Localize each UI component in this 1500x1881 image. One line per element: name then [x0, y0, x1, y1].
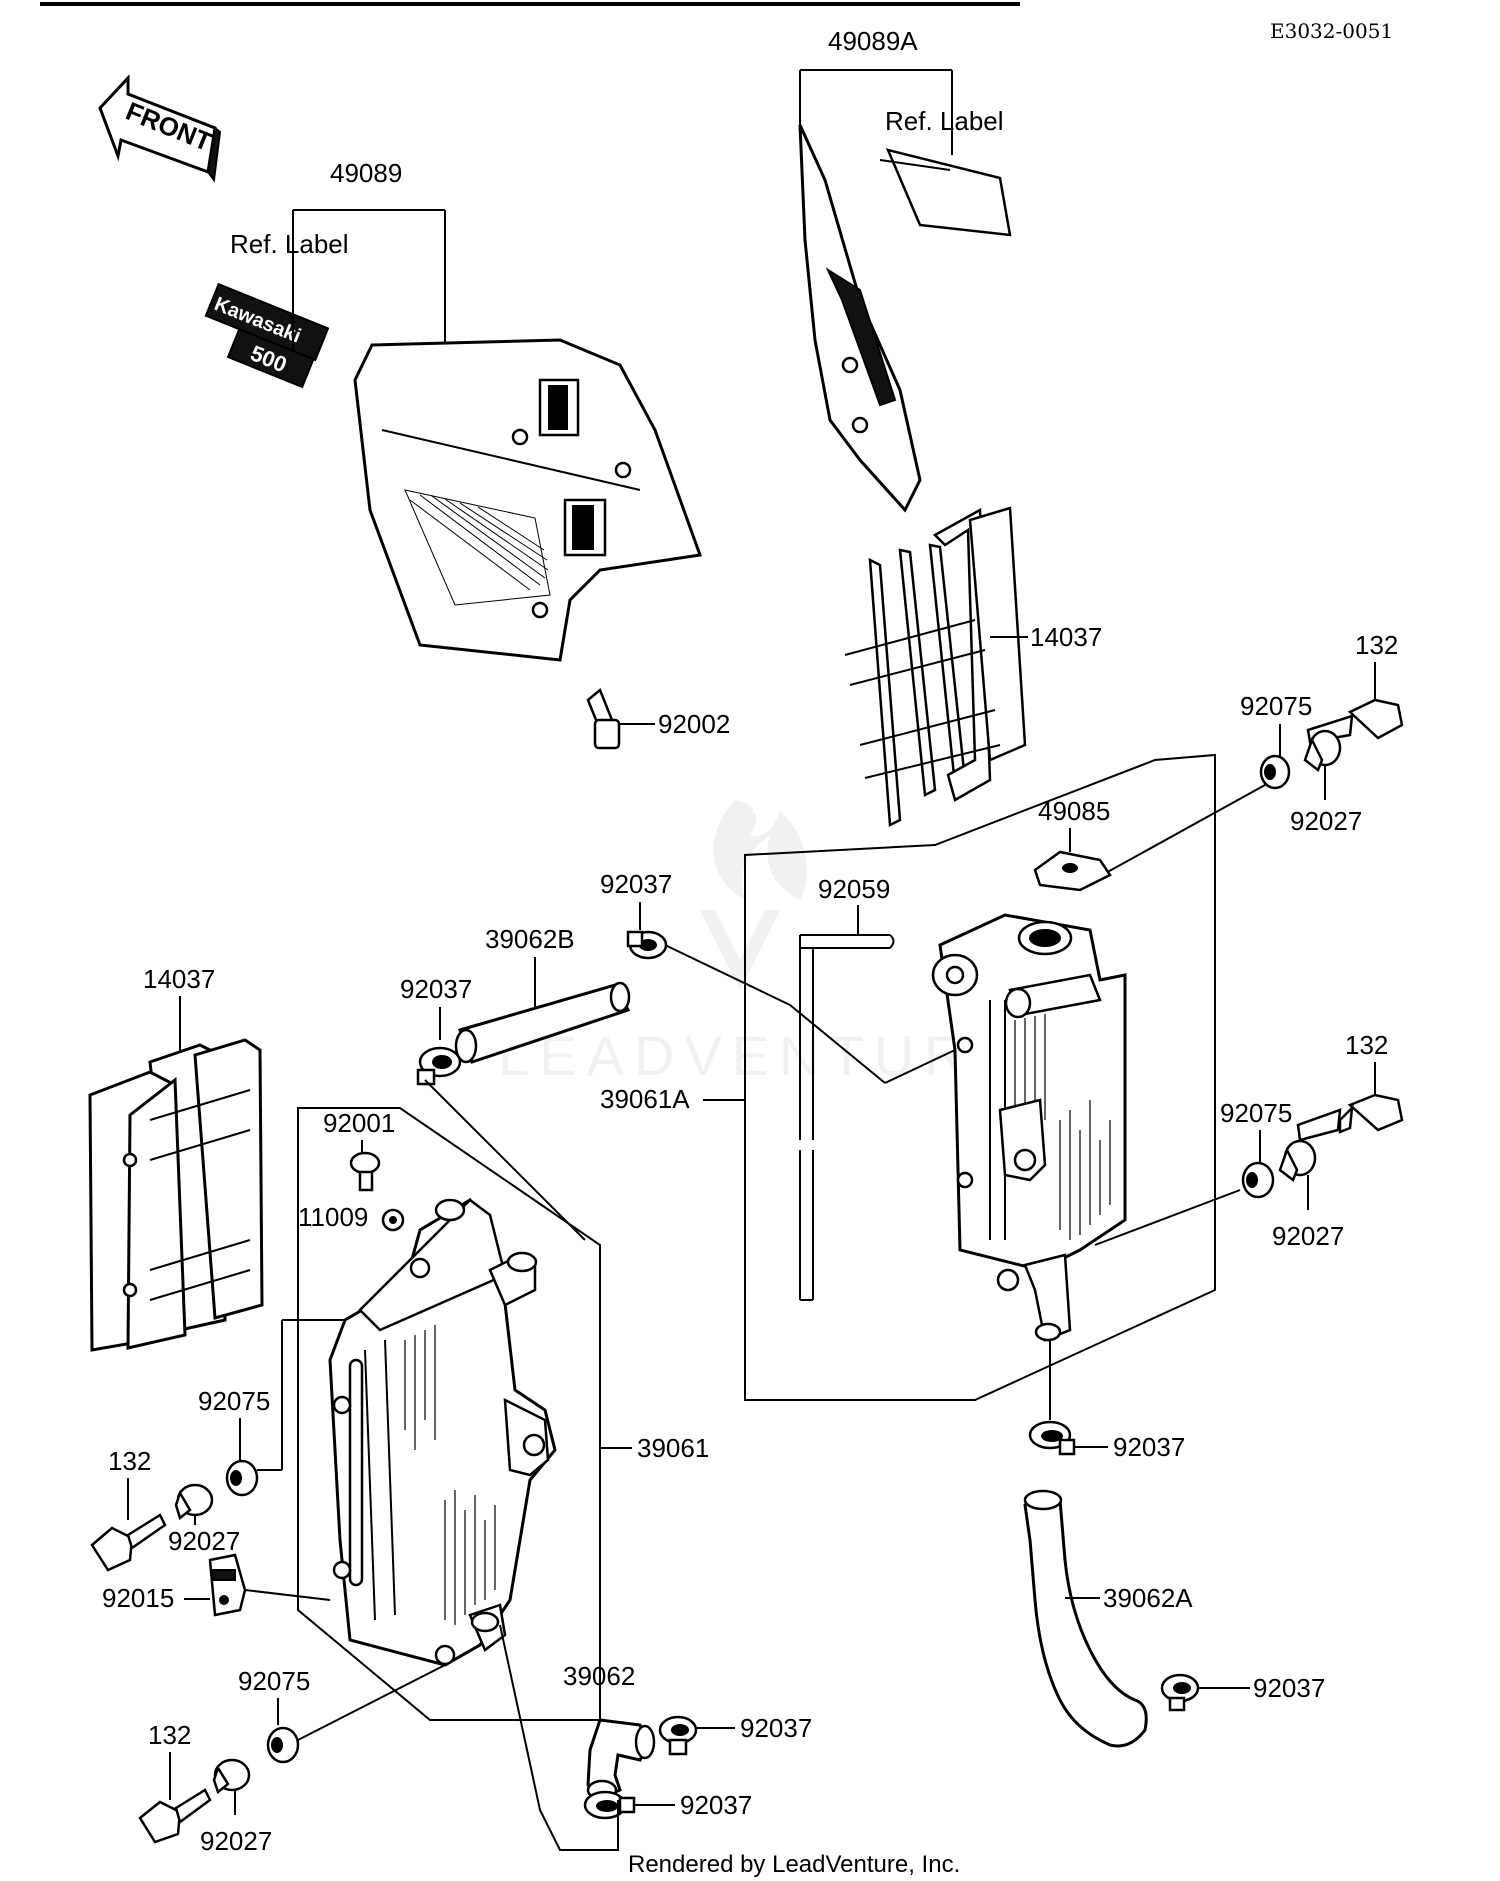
- callout-92037-e: 92037: [680, 1790, 752, 1820]
- hose-39062A: 39062A: [1023, 1489, 1193, 1748]
- callout-92075-c: 92075: [198, 1386, 270, 1416]
- hose-39062: 39062: [563, 1661, 656, 1801]
- hardware-right-lower: 132 92075 92027: [1094, 1030, 1404, 1251]
- callout-92037-f: 92037: [1253, 1673, 1325, 1703]
- callout-49089A-group: 49089A Ref. Label: [799, 26, 1012, 237]
- hardware-left-lower: 92075 132 92027: [138, 1664, 446, 1856]
- plate-49085: 49085: [1033, 796, 1112, 892]
- callout-39062A: 39062A: [1103, 1583, 1193, 1613]
- hose-39062B: 39062B: [454, 924, 631, 1064]
- callout-11009: 11009: [298, 1202, 368, 1232]
- clamp-92037-left: 92037: [400, 974, 586, 1241]
- radiator-assembly-39061A-outline: [744, 753, 1216, 1401]
- clip-92015: 92015: [102, 1553, 331, 1617]
- leadventure-watermark: LEADVENTURE: [498, 800, 1022, 1087]
- callout-92075-b: 92075: [1220, 1098, 1292, 1128]
- callout-132-c: 132: [108, 1446, 151, 1476]
- bolt-92002: 92002: [586, 687, 730, 750]
- right-radiator: [931, 913, 1127, 1342]
- callout-132-b: 132: [1345, 1030, 1388, 1060]
- right-radiator-shroud: [798, 124, 922, 513]
- callout-39061A: 39061A: [600, 1084, 690, 1114]
- callout-39062: 39062: [563, 1661, 635, 1691]
- callout-92037-b: 92037: [400, 974, 472, 1004]
- callout-49089-group: 49089 Ref. Label: [230, 158, 446, 350]
- kawasaki-emblem: Kawasaki 500: [204, 282, 330, 389]
- callout-92015: 92015: [102, 1583, 174, 1613]
- left-radiator: [328, 1197, 557, 1667]
- clamp-92037-upper: 92037: [600, 869, 956, 1084]
- callout-92027-b: 92027: [1272, 1221, 1344, 1251]
- footer-credit: Rendered by LeadVenture, Inc.: [628, 1851, 960, 1878]
- callout-92059: 92059: [818, 874, 890, 904]
- clamp-92037-right-upper: 92037: [1028, 1340, 1185, 1462]
- callout-92027-c: 92027: [168, 1526, 240, 1556]
- callout-132-a: 132: [1355, 630, 1398, 660]
- radiator-louver-right: 14037: [844, 506, 1102, 827]
- callout-39062B: 39062B: [485, 924, 575, 954]
- hardware-right-upper: 132 92075 92027: [1074, 630, 1404, 891]
- callout-14037-top: 14037: [1030, 622, 1102, 652]
- radiator-louver-left: 14037: [88, 964, 264, 1352]
- ref-label-left: Ref. Label: [230, 229, 349, 259]
- washer-11009: 11009: [298, 1202, 405, 1232]
- callout-49089: 49089: [330, 158, 402, 188]
- callout-92037-d: 92037: [740, 1713, 812, 1743]
- vent-tube-92059: 92059: [799, 874, 895, 1301]
- leader-left-outlet: [499, 1624, 619, 1851]
- callout-92075-d: 92075: [238, 1666, 310, 1696]
- callout-92037-a: 92037: [600, 869, 672, 899]
- callout-92001: 92001: [323, 1108, 395, 1138]
- ref-label-right: Ref. Label: [885, 106, 1004, 136]
- callout-92037-c: 92037: [1113, 1432, 1185, 1462]
- callout-92027-d: 92027: [200, 1826, 272, 1856]
- callout-92002: 92002: [658, 709, 730, 739]
- left-radiator-shroud: [353, 338, 703, 662]
- callout-39061: 39061: [637, 1433, 709, 1463]
- clamp-92037-hose-lower: 92037: [583, 1790, 752, 1820]
- clamp-92037-hose-upper: 92037: [658, 1713, 812, 1756]
- callout-14037-left: 14037: [143, 964, 215, 994]
- callout-49085: 49085: [1038, 796, 1110, 826]
- clamp-92037-right-lower: 92037: [1160, 1673, 1325, 1712]
- callout-92027-a: 92027: [1290, 806, 1362, 836]
- callout-132-d: 132: [148, 1720, 191, 1750]
- callout-92075-a: 92075: [1240, 691, 1312, 721]
- diagram-code: E3032-0051: [1270, 19, 1393, 43]
- hardware-left-upper: 92075 132 92027: [90, 1319, 345, 1572]
- watermark-text: LEADVENTURE: [498, 1024, 1022, 1087]
- callout-49089A: 49089A: [828, 26, 918, 56]
- front-direction-arrow: FRONT: [98, 74, 222, 183]
- cap-92001: 92001: [323, 1108, 395, 1192]
